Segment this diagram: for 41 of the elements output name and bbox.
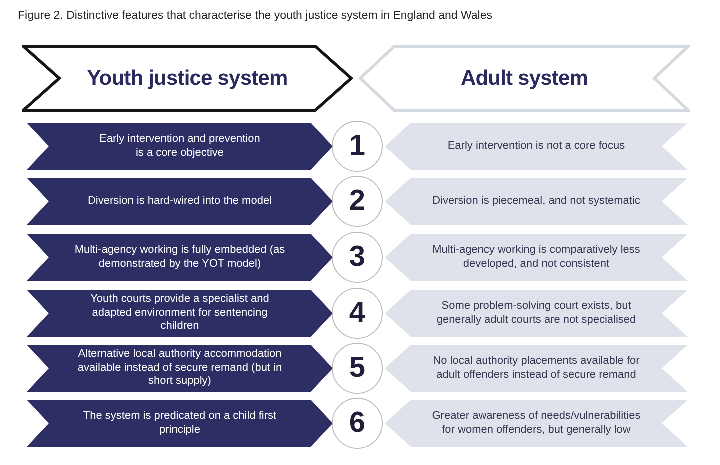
header-chevron bbox=[22, 45, 353, 112]
feature-text: Diversion is piecemeal, and not systematic bbox=[432, 194, 640, 208]
number-circle bbox=[332, 176, 383, 227]
feature-text: Early intervention is not a core focus bbox=[448, 140, 626, 154]
feature-text: Multi-agency working is fully embedded (as demonstrated by the YOT model) bbox=[74, 244, 286, 271]
feature-chevron bbox=[385, 123, 688, 170]
feature-text: Greater awareness of needs/vulnerabilities for women offenders, but generally low bbox=[431, 410, 642, 437]
row-number: 4 bbox=[349, 299, 366, 328]
feature-chevron bbox=[27, 400, 333, 447]
row-number: 2 bbox=[349, 187, 366, 216]
feature-text: Early intervention and prevention is a core objective bbox=[98, 133, 262, 160]
column-heading: Youth justice system bbox=[87, 66, 288, 90]
feature-text: Multi-agency working is comparatively less developed, and not consistent bbox=[432, 244, 642, 271]
feature-text: Diversion is hard-wired into the model bbox=[88, 194, 272, 208]
feature-chevron bbox=[385, 234, 688, 281]
feature-text: No local authority placements available for adult offenders instead of secure remand bbox=[432, 355, 641, 382]
row-number: 5 bbox=[349, 354, 366, 383]
feature-text: Youth courts provide a specialist and adapted environment for sentencing children bbox=[90, 293, 270, 334]
column-heading: Adult system bbox=[460, 66, 588, 90]
number-circle bbox=[332, 343, 383, 394]
row-number: 1 bbox=[349, 132, 366, 161]
feature-text: Alternative local authority accommodation available instead of secure remand (but in short supply) bbox=[76, 348, 284, 389]
feature-text: The system is predicated on a child first principle bbox=[82, 410, 278, 437]
row-number: 3 bbox=[349, 243, 366, 272]
feature-chevron bbox=[27, 178, 333, 225]
feature-chevron bbox=[27, 345, 333, 392]
number-circle bbox=[332, 288, 383, 339]
feature-text: Some problem-solving court exists, but generally adult courts are not specialised bbox=[436, 300, 638, 327]
row-number: 6 bbox=[349, 409, 366, 438]
feature-chevron bbox=[385, 345, 688, 392]
feature-chevron bbox=[27, 123, 333, 170]
feature-chevron bbox=[27, 234, 333, 281]
feature-chevron bbox=[385, 400, 688, 447]
header-chevron bbox=[359, 45, 690, 112]
number-circle bbox=[332, 121, 383, 172]
feature-chevron bbox=[27, 290, 333, 337]
feature-chevron bbox=[385, 290, 688, 337]
number-circle bbox=[332, 232, 383, 283]
number-circle bbox=[332, 398, 383, 449]
feature-chevron bbox=[385, 178, 688, 225]
figure-title: Figure 2. Distinctive features that characterise the youth justice system in England and Wales bbox=[18, 9, 492, 23]
